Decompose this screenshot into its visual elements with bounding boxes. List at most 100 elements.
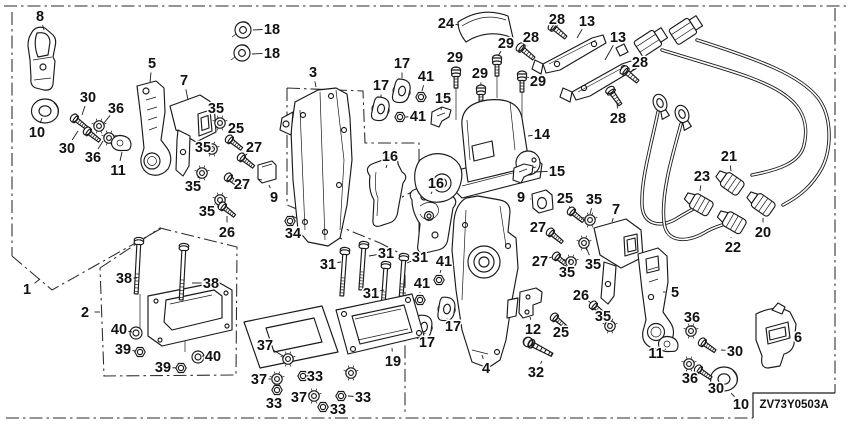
part-callout-5: 5 bbox=[148, 56, 156, 72]
callout-leader bbox=[527, 134, 533, 137]
callout-leader bbox=[730, 392, 735, 398]
part-callout-35: 35 bbox=[559, 265, 575, 281]
part-callout-21: 21 bbox=[721, 149, 737, 165]
part-callout-32: 32 bbox=[528, 365, 544, 381]
part-callout-41: 41 bbox=[418, 69, 434, 85]
callout-leader bbox=[540, 360, 543, 364]
diagram-code: ZV73Y0503A bbox=[759, 399, 828, 411]
part-3-cover bbox=[279, 87, 353, 247]
part-callout-35: 35 bbox=[585, 257, 601, 273]
callout-leader bbox=[385, 164, 388, 169]
part-19-plates bbox=[243, 293, 425, 369]
part-callout-1: 1 bbox=[23, 282, 31, 298]
callout-leader bbox=[368, 254, 377, 257]
callout-leader bbox=[699, 185, 702, 192]
callout-leader bbox=[430, 191, 433, 195]
callout-leader bbox=[42, 25, 45, 31]
group-2-box bbox=[99, 227, 238, 377]
callout-leader bbox=[34, 278, 41, 284]
part-callout-37: 37 bbox=[251, 372, 267, 388]
part-callout-28: 28 bbox=[610, 111, 626, 127]
part-callout-37: 37 bbox=[291, 390, 307, 406]
part-callout-10: 10 bbox=[733, 397, 749, 413]
part-callout-23: 23 bbox=[694, 169, 710, 185]
part-callout-4: 4 bbox=[482, 361, 490, 377]
part-callout-8: 8 bbox=[36, 9, 44, 25]
part-6-cover bbox=[755, 302, 797, 369]
callout-leader bbox=[439, 269, 442, 274]
part-15-clip-a bbox=[430, 106, 452, 128]
part-callout-11: 11 bbox=[110, 163, 125, 179]
washer-40 bbox=[129, 326, 143, 340]
part-callout-18: 18 bbox=[264, 22, 280, 38]
part-9-pad-left bbox=[257, 160, 277, 184]
part-callout-38: 38 bbox=[203, 276, 219, 292]
nut-39 bbox=[134, 346, 146, 358]
part-callout-35: 35 bbox=[199, 204, 215, 220]
part-1-outline bbox=[11, 227, 163, 291]
part-callout-9: 9 bbox=[517, 190, 525, 206]
callout-leader bbox=[533, 170, 548, 173]
part-callout-5: 5 bbox=[671, 285, 679, 301]
cable-harness bbox=[632, 12, 831, 241]
part-17-mount bbox=[368, 95, 393, 124]
part-callout-16: 16 bbox=[382, 149, 398, 165]
part-callout-36: 36 bbox=[108, 101, 124, 117]
ring-terminal bbox=[650, 91, 673, 121]
callout-leader bbox=[268, 184, 271, 189]
callout-leader bbox=[71, 130, 79, 141]
callout-leader bbox=[630, 68, 634, 73]
part-callout-27: 27 bbox=[234, 177, 250, 193]
part-callout-30: 30 bbox=[727, 344, 743, 360]
part-11-knob bbox=[110, 134, 132, 152]
part-callout-29: 29 bbox=[498, 36, 514, 52]
part-callout-25: 25 bbox=[557, 191, 573, 207]
nut-39 bbox=[175, 362, 187, 374]
part-5-shift-arm-right bbox=[637, 247, 675, 350]
part-callout-17: 17 bbox=[419, 335, 435, 351]
part-callout-39: 39 bbox=[115, 342, 131, 358]
part-12-bracket bbox=[518, 287, 543, 319]
callout-leader bbox=[556, 320, 559, 324]
callout-leader bbox=[380, 289, 385, 292]
part-callout-31: 31 bbox=[378, 246, 394, 262]
part-16-gasket bbox=[366, 156, 407, 227]
callout-leader bbox=[197, 175, 200, 179]
part-callout-3: 3 bbox=[309, 65, 317, 81]
callout-leader bbox=[729, 165, 732, 172]
part-callout-38: 38 bbox=[116, 271, 132, 287]
part-callout-31: 31 bbox=[320, 257, 336, 273]
part-callout-28: 28 bbox=[549, 12, 565, 28]
nut-41 bbox=[433, 274, 445, 286]
part-callout-20: 20 bbox=[755, 225, 771, 241]
part-2-spacer-group bbox=[129, 236, 233, 374]
callout-leader bbox=[185, 89, 189, 101]
callout-leader bbox=[588, 300, 592, 304]
callout-leader bbox=[611, 217, 614, 223]
part-17-mount bbox=[389, 77, 414, 106]
callout-leader bbox=[568, 206, 571, 209]
part-callout-9: 9 bbox=[270, 190, 278, 206]
part-18-bushings bbox=[230, 21, 252, 62]
part-callout-29: 29 bbox=[447, 50, 463, 66]
callout-leader bbox=[455, 23, 460, 26]
part-callout-13: 13 bbox=[610, 30, 626, 46]
part-callout-17: 17 bbox=[445, 319, 461, 335]
connector-20 bbox=[743, 187, 777, 219]
callout-leader bbox=[568, 258, 571, 263]
callout-leader bbox=[548, 256, 553, 259]
part-callout-31: 31 bbox=[363, 286, 379, 302]
part-callout-17: 17 bbox=[373, 78, 389, 94]
part-callout-39: 39 bbox=[155, 360, 171, 376]
part-callout-40: 40 bbox=[111, 322, 127, 338]
part-callout-11: 11 bbox=[648, 346, 663, 362]
part-callout-36: 36 bbox=[682, 371, 698, 387]
part-callout-29: 29 bbox=[472, 66, 488, 82]
part-callout-33: 33 bbox=[266, 396, 282, 412]
callout-leader bbox=[529, 316, 532, 320]
part-callout-33: 33 bbox=[307, 369, 323, 385]
callout-leader bbox=[576, 28, 583, 39]
part-callout-41: 41 bbox=[410, 109, 426, 125]
part-callout-25: 25 bbox=[228, 121, 244, 137]
